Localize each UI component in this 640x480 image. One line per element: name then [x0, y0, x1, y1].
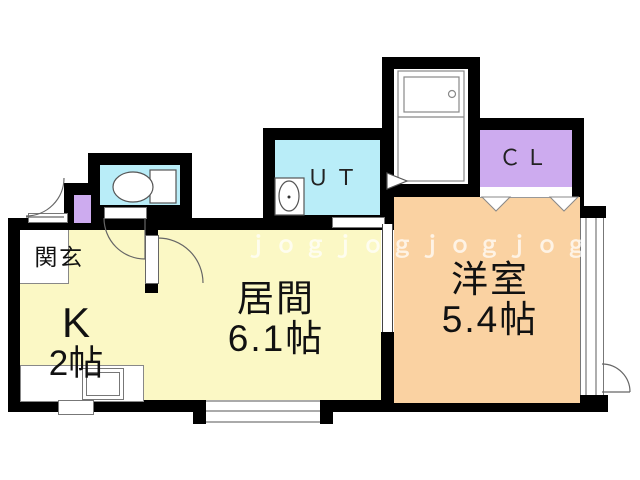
genkan-step-area	[20, 230, 69, 284]
wall-closet-right	[572, 130, 584, 218]
wall-partition-lower	[381, 332, 394, 412]
room-closet-area	[480, 130, 572, 187]
wall-bedroom-top	[382, 185, 480, 197]
window-post-left	[193, 400, 206, 424]
hall-living-door-leaf	[145, 235, 159, 284]
entrance-door-arc	[25, 177, 65, 217]
room-bath-area	[394, 69, 468, 184]
window-post-right	[320, 400, 333, 424]
kitchen-name: K	[61, 299, 90, 346]
toilet-threshold	[104, 207, 147, 219]
living-window	[206, 400, 320, 424]
kitchen-sink-inner	[86, 372, 120, 396]
western-name: 洋室	[451, 259, 529, 300]
entrance-threshold	[28, 213, 68, 223]
wall-closet-top	[468, 118, 584, 130]
wall-hall-door-bottom	[145, 282, 158, 293]
wall-hall-door-top	[145, 218, 158, 235]
kitchen-size: 2帖	[48, 344, 104, 384]
room-label-genkan: 玄関	[30, 245, 82, 271]
western-ext-door-arc	[601, 363, 631, 393]
kitchen-vent	[58, 400, 94, 415]
closet-door-strip	[480, 187, 572, 198]
room-label-western: 洋室 5.4帖	[400, 260, 580, 340]
watermark-text: ｊｏｇｊｏｇｊｏｇｊｏｇ	[246, 232, 595, 257]
room-label-utility: ＵＴ	[306, 165, 363, 190]
western-size: 5.4帖	[441, 298, 539, 340]
wall-right-step	[578, 206, 606, 218]
room-label-kitchen: K 2帖	[20, 300, 132, 383]
sliding-door-living-western	[382, 224, 393, 332]
living-size: 6.1帖	[227, 317, 325, 359]
utility-threshold	[332, 217, 385, 228]
wall-left	[8, 218, 20, 412]
room-label-closet: ＣＬ	[498, 145, 551, 170]
room-toilet-area	[100, 165, 180, 205]
living-name: 居間	[237, 278, 315, 319]
pipe-space-area	[74, 195, 91, 223]
kitchen-sink-outer	[82, 368, 124, 400]
room-label-living: 居間 6.1帖	[190, 279, 362, 359]
room-western-area	[394, 197, 580, 403]
wall-bottom-right	[576, 395, 608, 412]
